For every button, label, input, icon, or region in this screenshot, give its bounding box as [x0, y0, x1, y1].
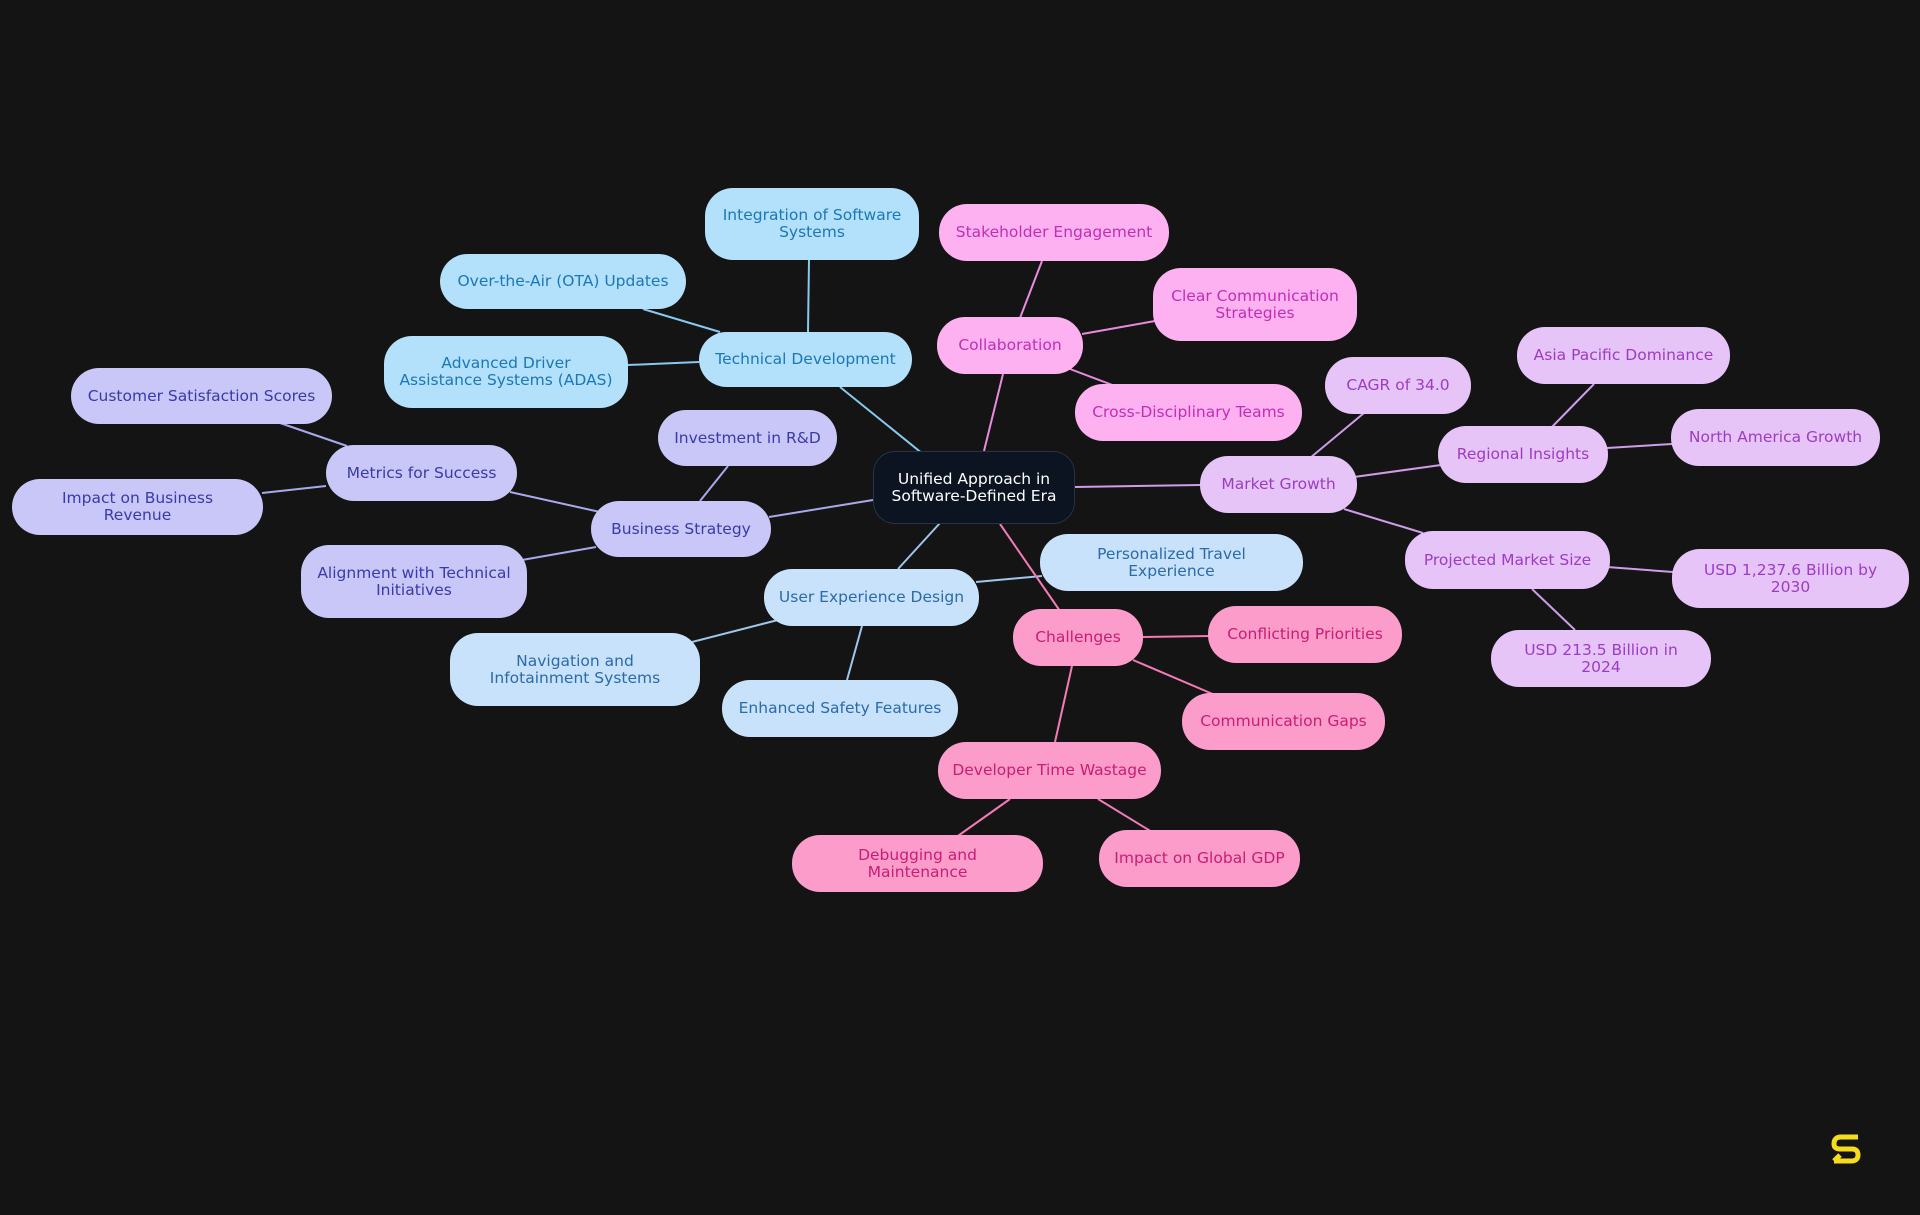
impact-on-global-gdp-node[interactable]: Impact on Global GDP [1099, 830, 1300, 887]
metrics-for-success-node[interactable]: Metrics for Success [326, 445, 517, 501]
adas-node[interactable]: Advanced Driver Assistance Systems (ADAS… [384, 336, 628, 408]
challenges-node[interactable]: Challenges [1013, 609, 1143, 666]
connector-line [975, 575, 1043, 583]
connector-line [1606, 566, 1674, 573]
connector-line [1054, 665, 1073, 743]
market-growth-node[interactable]: Market Growth [1200, 456, 1357, 513]
connector-line [1074, 484, 1201, 488]
central-topic-node[interactable]: Unified Approach in Software-Defined Era [873, 451, 1075, 524]
technical-development-node[interactable]: Technical Development [699, 332, 912, 387]
business-strategy-node[interactable]: Business Strategy [591, 501, 771, 557]
connector-line [768, 499, 874, 518]
brand-s-logo-icon [1831, 1134, 1861, 1164]
collaboration-node[interactable]: Collaboration [937, 317, 1083, 374]
connector-line [1081, 320, 1156, 335]
connector-line [1132, 659, 1216, 696]
communication-gaps-node[interactable]: Communication Gaps [1182, 693, 1385, 750]
connector-line [699, 465, 729, 502]
connector-line [1141, 635, 1211, 638]
connector-line [954, 798, 1011, 839]
connector-line [897, 522, 941, 570]
debugging-and-maintenance-node[interactable]: Debugging and Maintenance [792, 835, 1043, 892]
connector-line [627, 361, 700, 366]
conflicting-priorities-node[interactable]: Conflicting Priorities [1208, 606, 1402, 663]
connector-line [1549, 383, 1595, 430]
developer-time-wastage-node[interactable]: Developer Time Wastage [938, 742, 1161, 799]
connector-line [279, 422, 348, 447]
connector-line [1353, 464, 1442, 478]
cross-disciplinary-teams-node[interactable]: Cross-Disciplinary Teams [1075, 384, 1302, 441]
impact-on-business-revenue-node[interactable]: Impact on Business Revenue [12, 479, 263, 535]
connector-line [642, 308, 721, 333]
cagr-node[interactable]: CAGR of 34.0 [1325, 357, 1471, 414]
connector-line [983, 373, 1004, 452]
connector-line [1309, 412, 1365, 459]
connector-line [1069, 368, 1116, 387]
regional-insights-node[interactable]: Regional Insights [1438, 426, 1608, 483]
connector-line [846, 625, 863, 681]
connector-line [1606, 443, 1673, 449]
connector-line [691, 619, 779, 643]
connector-line [807, 259, 810, 333]
customer-satisfaction-scores-node[interactable]: Customer Satisfaction Scores [71, 368, 332, 424]
connector-line [509, 491, 601, 513]
integration-of-software-systems-node[interactable]: Integration of Software Systems [705, 188, 919, 260]
user-experience-design-node[interactable]: User Experience Design [764, 569, 979, 626]
personalized-travel-experience-node[interactable]: Personalized Travel Experience [1040, 534, 1303, 591]
enhanced-safety-features-node[interactable]: Enhanced Safety Features [722, 680, 958, 737]
projected-market-size-node[interactable]: Projected Market Size [1405, 531, 1610, 589]
clear-communication-strategies-node[interactable]: Clear Communication Strategies [1153, 268, 1357, 341]
connector-line [261, 485, 327, 494]
usd-2030-node[interactable]: USD 1,237.6 Billion by 2030 [1672, 549, 1909, 608]
stakeholder-engagement-node[interactable]: Stakeholder Engagement [939, 204, 1169, 261]
connector-line [1531, 588, 1576, 631]
connector-line [1019, 260, 1043, 319]
connector-line [1097, 798, 1153, 833]
north-america-growth-node[interactable]: North America Growth [1671, 409, 1880, 466]
navigation-and-infotainment-node[interactable]: Navigation and Infotainment Systems [450, 633, 700, 706]
usd-2024-node[interactable]: USD 213.5 Billion in 2024 [1491, 630, 1711, 687]
connector-line [1343, 508, 1424, 534]
alignment-with-technical-initiatives-node[interactable]: Alignment with Technical Initiatives [301, 545, 527, 618]
investment-in-rnd-node[interactable]: Investment in R&D [658, 410, 837, 466]
connector-line [521, 546, 597, 561]
connector-line [999, 523, 1061, 612]
asia-pacific-dominance-node[interactable]: Asia Pacific Dominance [1517, 327, 1730, 384]
ota-updates-node[interactable]: Over-the-Air (OTA) Updates [440, 254, 686, 309]
